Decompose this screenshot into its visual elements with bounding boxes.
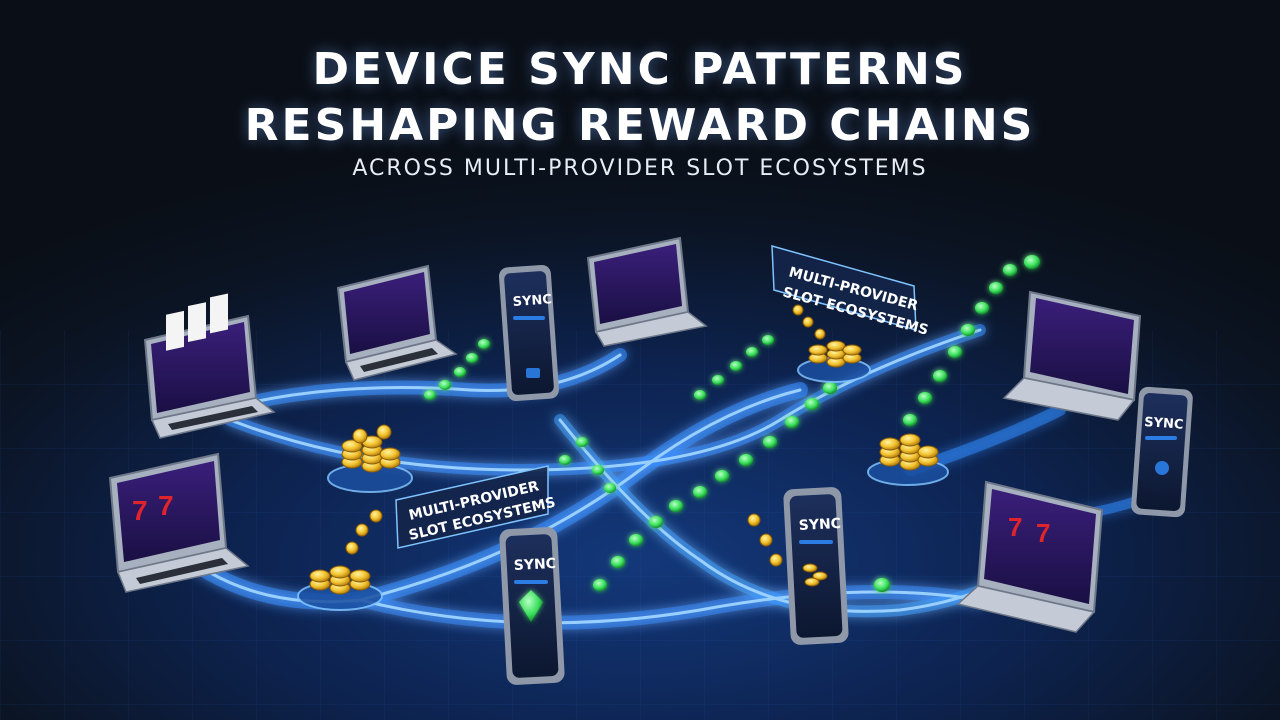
- emerald-gem-icon: [903, 255, 1040, 426]
- gold-coin-stack-icon: [327, 424, 413, 493]
- slot-machine-icon: [108, 452, 250, 593]
- gem-chains: [424, 255, 1040, 592]
- emerald-gem-icon: [593, 382, 837, 591]
- page-subtitle: ACROSS MULTI-PROVIDER SLOT ECOSYSTEMS: [352, 156, 928, 181]
- page-title-line2: RESHAPING REWARD CHAINS: [244, 100, 1036, 151]
- phone-sync-label: SYNC: [513, 556, 556, 574]
- slot-machine-icon: [143, 293, 276, 439]
- gold-coin-stack-icon: [867, 433, 949, 486]
- slot-machine-icon: [956, 480, 1104, 633]
- smartphone-icon: [783, 487, 849, 645]
- gold-coin-stack-icon: [792, 304, 871, 383]
- smartphone-icon: [499, 527, 565, 685]
- reel-symbol: 7: [132, 495, 148, 526]
- reel-symbol: 7: [1008, 512, 1022, 542]
- slot-machine-icon: [336, 264, 458, 381]
- smartphone-icon: [498, 264, 560, 402]
- reel-symbol: 7: [1036, 518, 1050, 548]
- phone-sync-label: SYNC: [1144, 415, 1184, 433]
- slot-machine-icon: [1002, 290, 1142, 421]
- emerald-gem-icon: [694, 335, 774, 400]
- reel-symbol: 7: [158, 490, 174, 521]
- ecosystem-panel-top: [771, 244, 917, 332]
- phone-sync-label: SYNC: [798, 516, 841, 534]
- sync-bar-icon: [513, 316, 1177, 584]
- emerald-gem-icon: [559, 437, 890, 592]
- floor-grid: [0, 330, 1280, 720]
- smartphone-icon: [1131, 386, 1193, 518]
- page-title-line1: DEVICE SYNC PATTERNS: [312, 44, 968, 95]
- phone-sync-label: SYNC: [512, 292, 552, 310]
- slot-machine-icon: [586, 236, 708, 347]
- emerald-gem-icon: [424, 339, 490, 400]
- gold-coin-stack-icon: [297, 509, 383, 611]
- ecosystem-panel-mid: [395, 465, 549, 549]
